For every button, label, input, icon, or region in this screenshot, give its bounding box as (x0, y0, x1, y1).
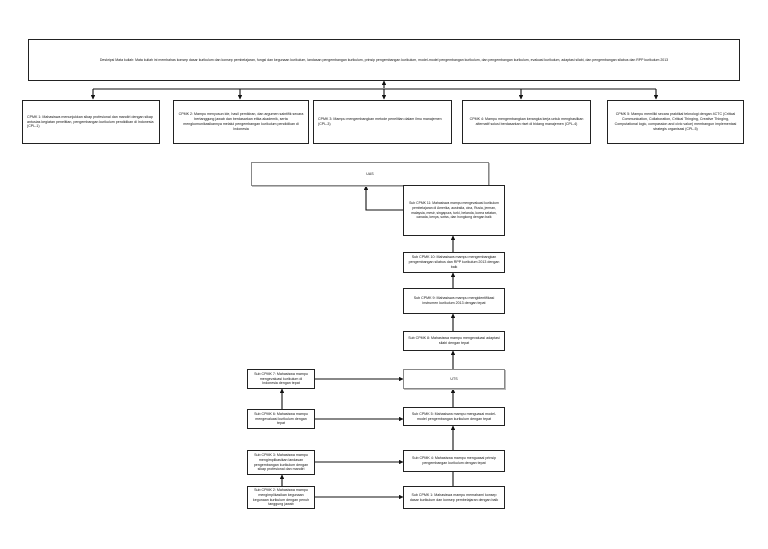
sub-cpmk-8-box: Sub CPMK 8: Mahasiswa mampu mengevaluasi… (403, 331, 505, 351)
sub-cpmk-10-text: Sub CPMK 10: Mahasiswa mampu mengembangk… (408, 255, 500, 269)
sub-cpmk-2-box: Sub CPMK 2: Mahasiswa mampu mengimplikas… (247, 486, 315, 509)
cpmk-1-text: CPMK 1: Mahasiswa menunjukkan sikap prof… (27, 114, 154, 129)
uts-label: UTS (450, 376, 458, 381)
cpmk-5-text: CPMK 5: Mampu memiliki secara praktikal … (614, 112, 737, 131)
connector-s11-uas (363, 185, 403, 211)
cpmk-4-box: CPMK 4: Mampu mengembangkan kerangka ker… (462, 100, 591, 144)
course-description-box: Deskripsi Mata kuliah: Mata kuliah ini m… (28, 39, 740, 81)
sub-cpmk-3-text: Sub CPMK 3: Mahasiswa mampu mengimplikas… (253, 452, 309, 472)
cpmk-3-text: CPMK 3: Mampu mengembangkan metode penel… (318, 117, 442, 126)
sub-cpmk-7-box: Sub CPMK 7: Mahasiswa mampu mengevaluasi… (247, 369, 315, 389)
sub-cpmk-5-box: Sub CPMK 5: Mahasiswa mampu menguasai mo… (403, 407, 505, 426)
uas-box: UAS (251, 162, 489, 186)
uts-box: UTS (403, 369, 505, 389)
course-description-text: Deskripsi Mata kuliah: Mata kuliah ini m… (99, 57, 669, 62)
sub-cpmk-2-text: Sub CPMK 2: Mahasiswa mampu mengimplikas… (252, 487, 310, 507)
cpmk-4-text: CPMK 4: Mampu mengembangkan kerangka ker… (469, 117, 584, 126)
cpmk-2-text: CPMK 2: Mampu menyusun ide, hasil pemiki… (178, 112, 304, 131)
sub-cpmk-4-text: Sub CPMK 4: Mahasiswa mampu menguasai pr… (412, 456, 496, 465)
sub-cpmk-5-text: Sub CPMK 5: Mahasiswa mampu menguasai mo… (411, 411, 497, 421)
sub-cpmk-6-text: Sub CPMK 6: Mahasiswa mampu mengevaluasi… (254, 411, 308, 426)
sub-cpmk-9-text: Sub CPMK 9: Mahasiswa mampu mengidentifi… (413, 296, 495, 305)
sub-cpmk-6-box: Sub CPMK 6: Mahasiswa mampu mengevaluasi… (247, 409, 315, 429)
sub-cpmk-1-box: Sub CPMK 1: Mahasiswa mampu memahami kon… (403, 486, 505, 509)
sub-cpmk-10-box: Sub CPMK 10: Mahasiswa mampu mengembangk… (403, 252, 505, 273)
cpmk-3-box: CPMK 3: Mampu mengembangkan metode penel… (313, 100, 452, 144)
sub-cpmk-8-text: Sub CPMK 8: Mahasiswa mampu mengevaluasi… (408, 336, 500, 345)
sub-cpmk-4-box: Sub CPMK 4: Mahasiswa mampu menguasai pr… (403, 450, 505, 472)
sub-cpmk-3-box: Sub CPMK 3: Mahasiswa mampu mengimplikas… (247, 450, 315, 475)
cpmk-2-box: CPMK 2: Mampu menyusun ide, hasil pemiki… (173, 100, 309, 144)
cpmk-5-box: CPMK 5: Mampu memiliki secara praktikal … (607, 100, 744, 144)
sub-cpmk-9-box: Sub CPMK 9: Mahasiswa mampu mengidentifi… (403, 288, 505, 314)
uas-label: UAS (366, 171, 374, 176)
sub-cpmk-11-box: Sub CPMK 11: Mahasiswa mampu mengevaluas… (403, 185, 505, 236)
sub-cpmk-1-text: Sub CPMK 1: Mahasiswa mampu memahami kon… (409, 492, 499, 502)
sub-cpmk-7-text: Sub CPMK 7: Mahasiswa mampu mengevaluasi… (254, 371, 308, 386)
sub-cpmk-11-text: Sub CPMK 11: Mahasiswa mampu mengevaluas… (409, 201, 499, 220)
cpmk-1-box: CPMK 1: Mahasiswa menunjukkan sikap prof… (22, 100, 160, 144)
